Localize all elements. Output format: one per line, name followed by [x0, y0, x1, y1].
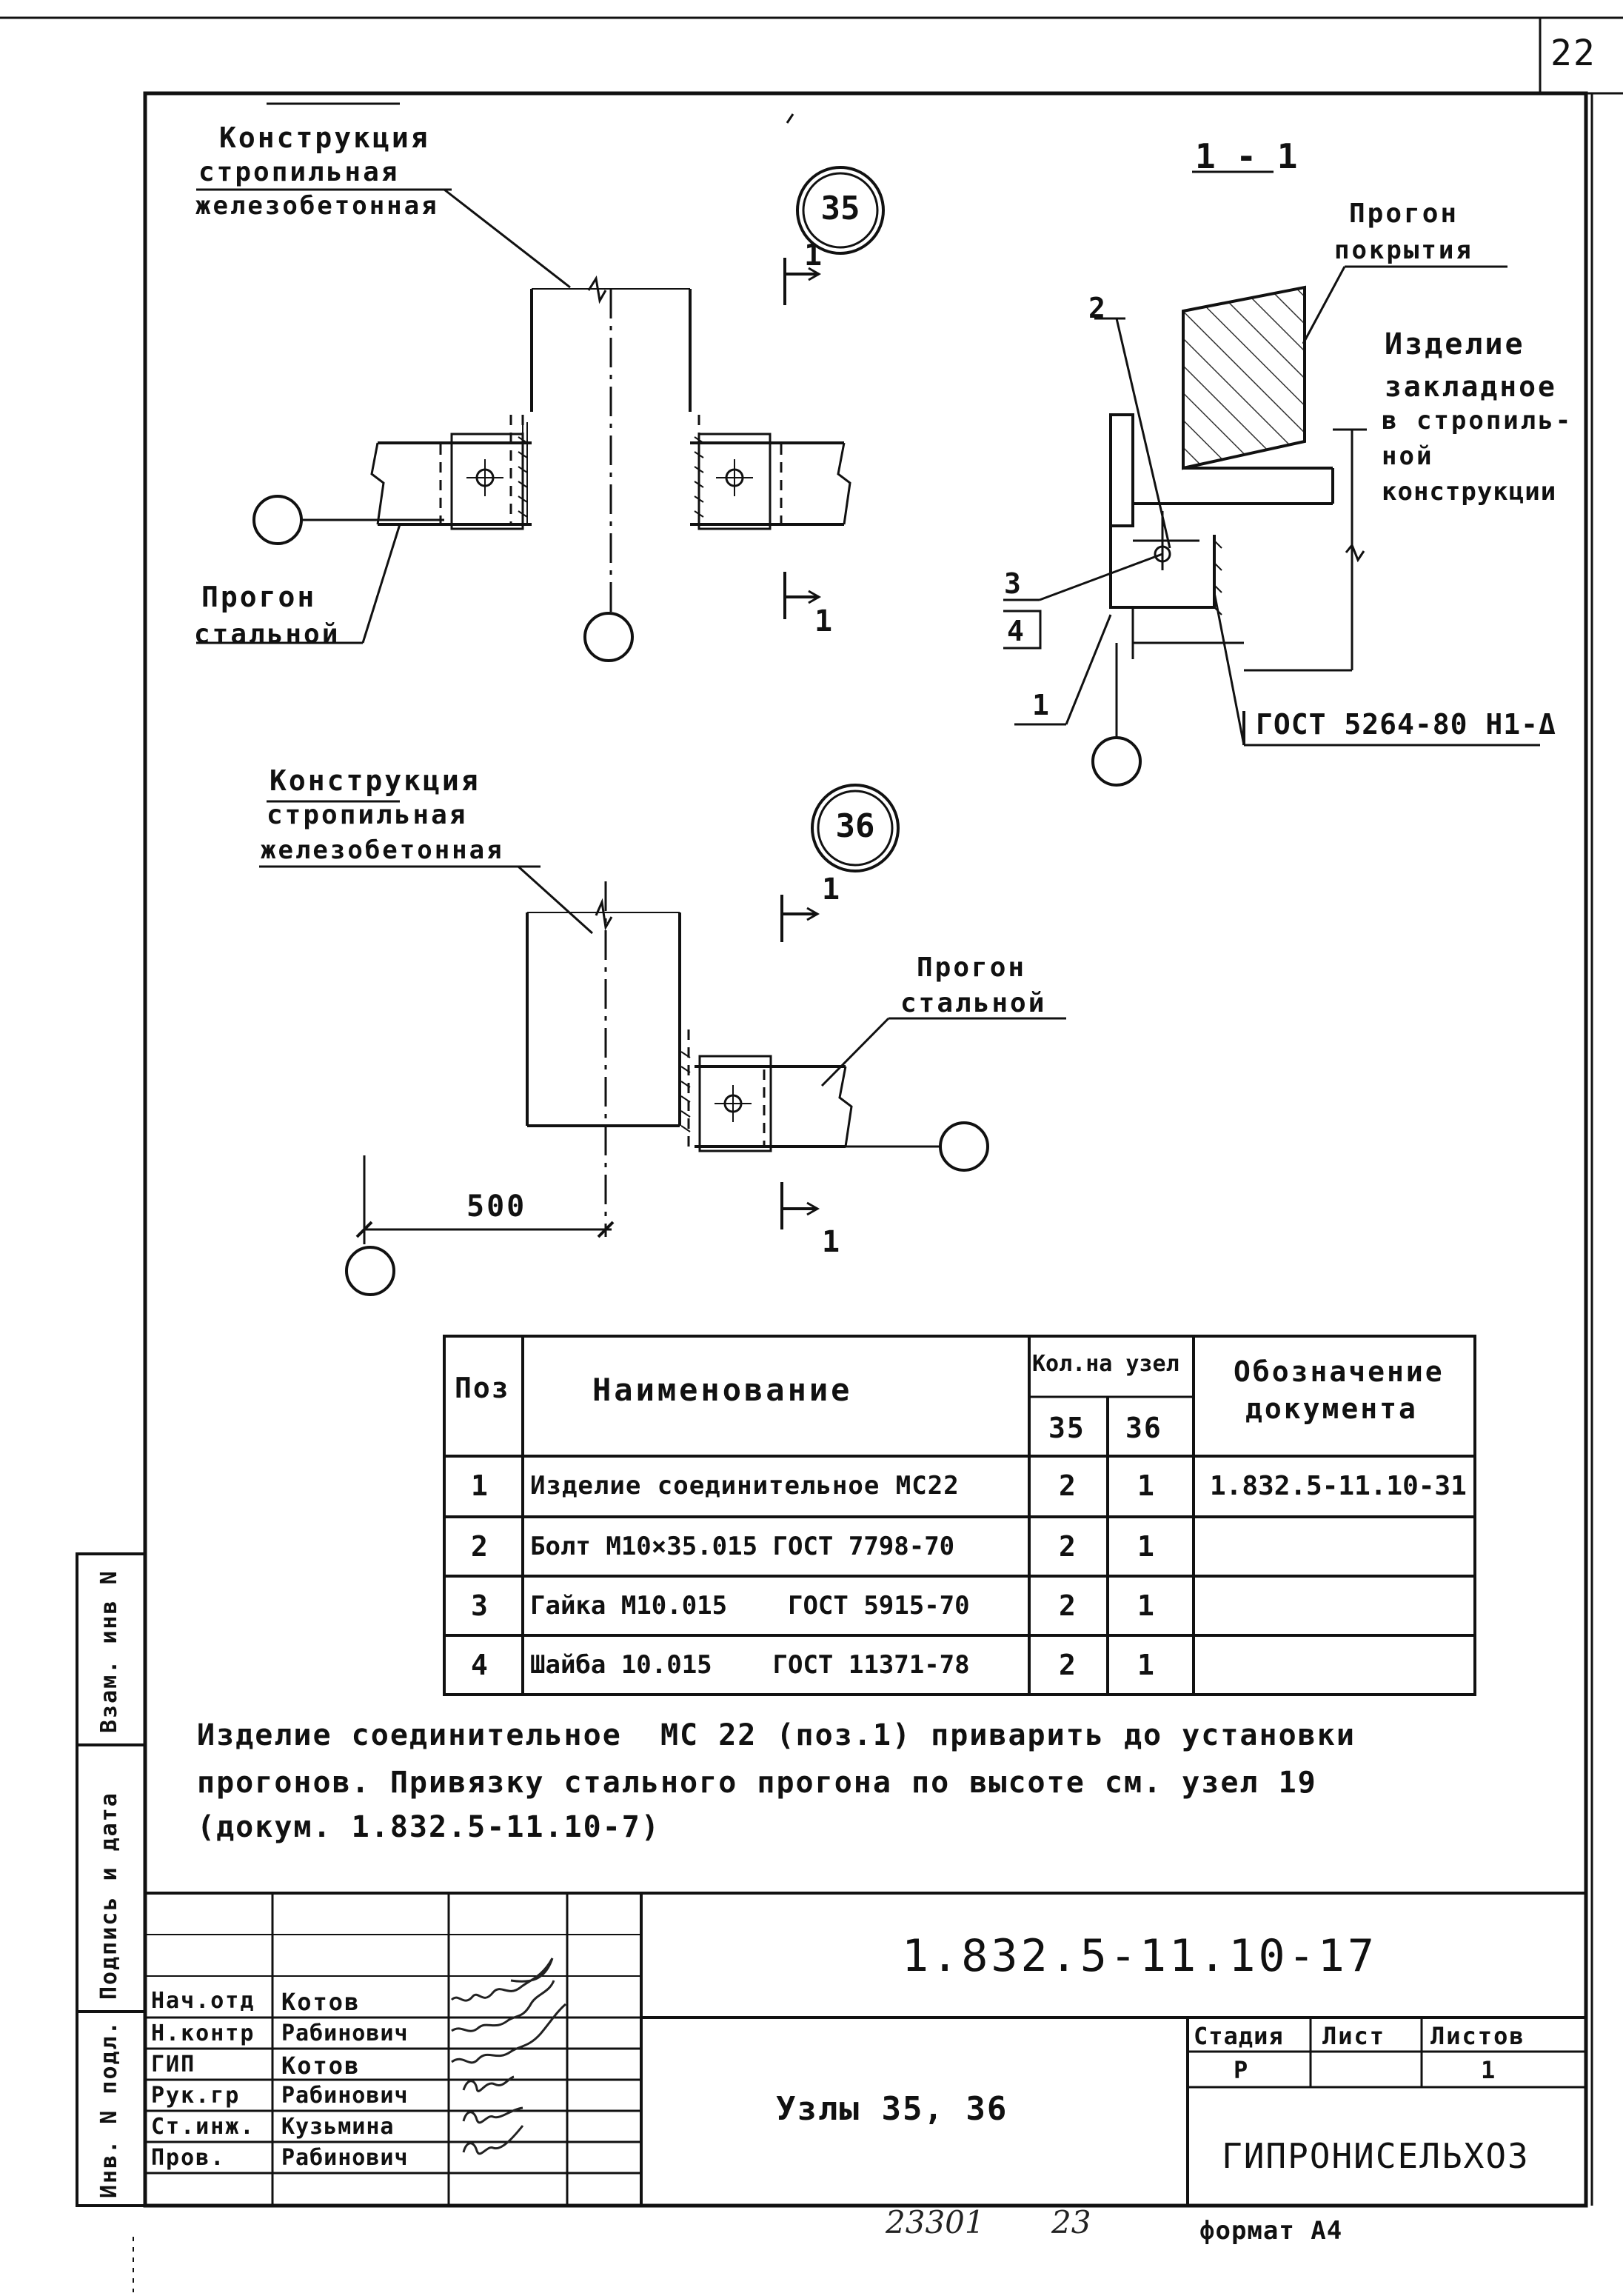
staff-role-6: Пров.	[151, 2145, 226, 2171]
node35-section-mark-bottom: 1	[814, 604, 835, 638]
row1-pos: 1	[471, 1469, 489, 1502]
row1-doc: 1.832.5-11.10-31	[1210, 1471, 1467, 1501]
node35-structure-label-1: Конструкция	[219, 121, 430, 154]
stamp-inv-orig: Инв. N подл.	[96, 2020, 122, 2198]
row4-q36: 1	[1137, 1649, 1156, 1681]
spec-header-qty36: 36	[1125, 1412, 1162, 1444]
node36-circle-label: 36	[835, 807, 875, 845]
section11-pos-2: 2	[1088, 292, 1108, 324]
sheet-header: Лист	[1322, 2022, 1386, 2050]
section11-embedded-label-2: закладное	[1385, 370, 1557, 403]
node36-purlin-label-1: Прогон	[917, 952, 1027, 983]
spec-header-pos: Поз	[455, 1372, 510, 1404]
section11-purlin-label-2: покрытия	[1334, 236, 1473, 265]
organization: ГИПРОНИСЕЛЬХОЗ	[1222, 2136, 1530, 2176]
row4-pos: 4	[471, 1649, 489, 1681]
section11-embedded-label-4: ной	[1382, 441, 1434, 471]
spec-header-doc-1: Обозначение	[1234, 1355, 1445, 1388]
node35-structure-label-3: железобетонная	[195, 191, 439, 221]
row2-q36: 1	[1137, 1530, 1156, 1563]
staff-role-4: Рук.гр	[151, 2083, 241, 2109]
row3-q35: 2	[1059, 1589, 1077, 1622]
row2-name: Болт М10×35.015 ГОСТ 7798-70	[530, 1532, 955, 1561]
section11-pos-1: 1	[1032, 689, 1051, 721]
node36-section-mark-bottom: 1	[822, 1225, 843, 1259]
section11-embedded-label-1: Изделие	[1385, 327, 1525, 361]
stamp-sign-date: Подпись и дата	[96, 1792, 122, 2000]
section11-pos-4: 4	[1007, 615, 1026, 647]
row2-q35: 2	[1059, 1530, 1077, 1563]
sheets-header: Листов	[1430, 2022, 1525, 2050]
node35-purlin-label-1: Прогон	[201, 581, 317, 613]
staff-name-5: Кузьмина	[281, 2114, 395, 2140]
sheet-number: 22	[1550, 33, 1596, 74]
row3-q36: 1	[1137, 1589, 1156, 1622]
spec-header-name: Наименование	[592, 1372, 853, 1408]
staff-name-6: Рабинович	[281, 2145, 409, 2171]
staff-name-3: Котов	[281, 2052, 361, 2080]
node35-circle-label: 35	[820, 190, 860, 227]
node36-dimension: 500	[466, 1189, 527, 1224]
spec-header-doc-2: документа	[1245, 1392, 1418, 1425]
staff-role-3: ГИП	[151, 2052, 196, 2078]
section11-title: 1 - 1	[1195, 136, 1298, 176]
spec-header-qty35: 35	[1048, 1412, 1085, 1444]
stage-header: Стадия	[1194, 2022, 1284, 2050]
row1-q35: 2	[1059, 1469, 1077, 1502]
node36-section-mark-top: 1	[822, 872, 843, 907]
node36-structure-label-1: Конструкция	[270, 764, 481, 797]
row3-pos: 3	[471, 1589, 489, 1622]
note-line-1: Изделие соединительное МС 22 (поз.1) при…	[197, 1718, 1356, 1752]
stamp-swap-inv: Взам. инв N	[96, 1569, 122, 1733]
row4-q35: 2	[1059, 1649, 1077, 1681]
node36-purlin-label-2: стальной	[900, 988, 1047, 1018]
section11-weld-note: ГОСТ 5264-80 Н1-Δ	[1256, 708, 1556, 741]
row4-name: Шайба 10.015 ГОСТ 11371-78	[530, 1650, 970, 1680]
staff-name-1: Котов	[281, 1988, 361, 2016]
section11-embedded-label-3: в стропиль-	[1382, 406, 1573, 435]
row1-q36: 1	[1137, 1469, 1156, 1502]
archive-number: 23301	[886, 2204, 985, 2240]
sheets-value: 1	[1481, 2056, 1497, 2084]
staff-role-5: Ст.инж.	[151, 2114, 255, 2140]
section11-embedded-label-5: конструкции	[1382, 477, 1557, 507]
drawing-title: Узлы 35, 36	[776, 2090, 1008, 2128]
signatures	[450, 1958, 566, 2155]
staff-name-2: Рабинович	[281, 2020, 409, 2046]
row1-name: Изделие соединительное МС22	[530, 1471, 960, 1501]
node35-section-mark-top: 1	[804, 238, 825, 273]
staff-role-2: Н.контр	[151, 2020, 255, 2046]
format-label: формат А4	[1199, 2216, 1343, 2246]
doc-code: 1.832.5-11.10-17	[902, 1930, 1377, 1982]
stage-value: Р	[1234, 2056, 1250, 2084]
note-line-3: (докум. 1.832.5-11.10-7)	[197, 1810, 660, 1844]
node36-structure-label-2: стропильная	[267, 800, 468, 830]
staff-role-1: Нач.отд	[151, 1988, 255, 2014]
node35-purlin-label-2: стальной	[194, 619, 341, 650]
note-line-2: прогонов. Привязку стального прогона по …	[197, 1766, 1317, 1800]
staff-name-4: Рабинович	[281, 2083, 409, 2109]
section11-purlin-label-1: Прогон	[1349, 198, 1459, 229]
node36-structure-label-3: железобетонная	[261, 835, 504, 865]
row3-name: Гайка М10.015 ГОСТ 5915-70	[530, 1591, 970, 1621]
spec-header-qty: Кол.на узел	[1032, 1351, 1179, 1377]
node35-structure-label-2: стропильная	[198, 157, 400, 187]
section11-pos-3: 3	[1004, 567, 1023, 600]
row2-pos: 2	[471, 1530, 489, 1563]
page-number: 23	[1051, 2204, 1091, 2240]
